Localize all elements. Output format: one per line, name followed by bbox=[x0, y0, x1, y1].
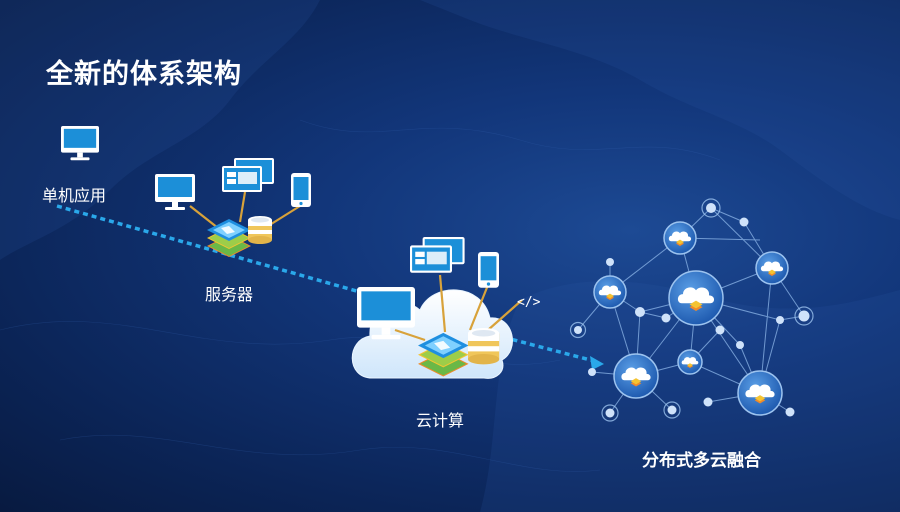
server-phone-icon bbox=[291, 173, 311, 207]
code-icon: </> bbox=[517, 295, 541, 310]
stage-label-multicloud: 分布式多云融合 bbox=[642, 451, 761, 471]
flow-arrowhead bbox=[590, 356, 604, 370]
cloud-group: </> bbox=[351, 237, 541, 379]
cloud-node bbox=[755, 251, 789, 285]
cloud-node bbox=[613, 353, 659, 399]
server-windows-icon bbox=[222, 158, 274, 192]
stage-label-cloud: 云计算 bbox=[416, 411, 465, 430]
cloud-node bbox=[663, 221, 697, 255]
flow-line bbox=[56, 204, 599, 364]
svg-text:</>: </> bbox=[517, 295, 541, 310]
stage-label-standalone: 单机应用 bbox=[42, 186, 107, 205]
server-monitor-icon bbox=[155, 174, 195, 210]
multicloud-network bbox=[569, 198, 814, 422]
cloud-phone-icon bbox=[478, 252, 499, 288]
server-group bbox=[155, 158, 311, 257]
server-database-icon bbox=[248, 216, 272, 244]
standalone-monitor-icon bbox=[61, 126, 99, 161]
cloud-windows-icon bbox=[410, 237, 465, 273]
cloud-node bbox=[668, 270, 724, 326]
cloud-node bbox=[677, 349, 703, 375]
cloud-node bbox=[737, 370, 783, 416]
cloud-node bbox=[593, 275, 627, 309]
stage-label-server: 服务器 bbox=[205, 285, 254, 304]
cloud-database-icon bbox=[468, 328, 500, 365]
page-title: 全新的体系架构 bbox=[46, 59, 242, 90]
